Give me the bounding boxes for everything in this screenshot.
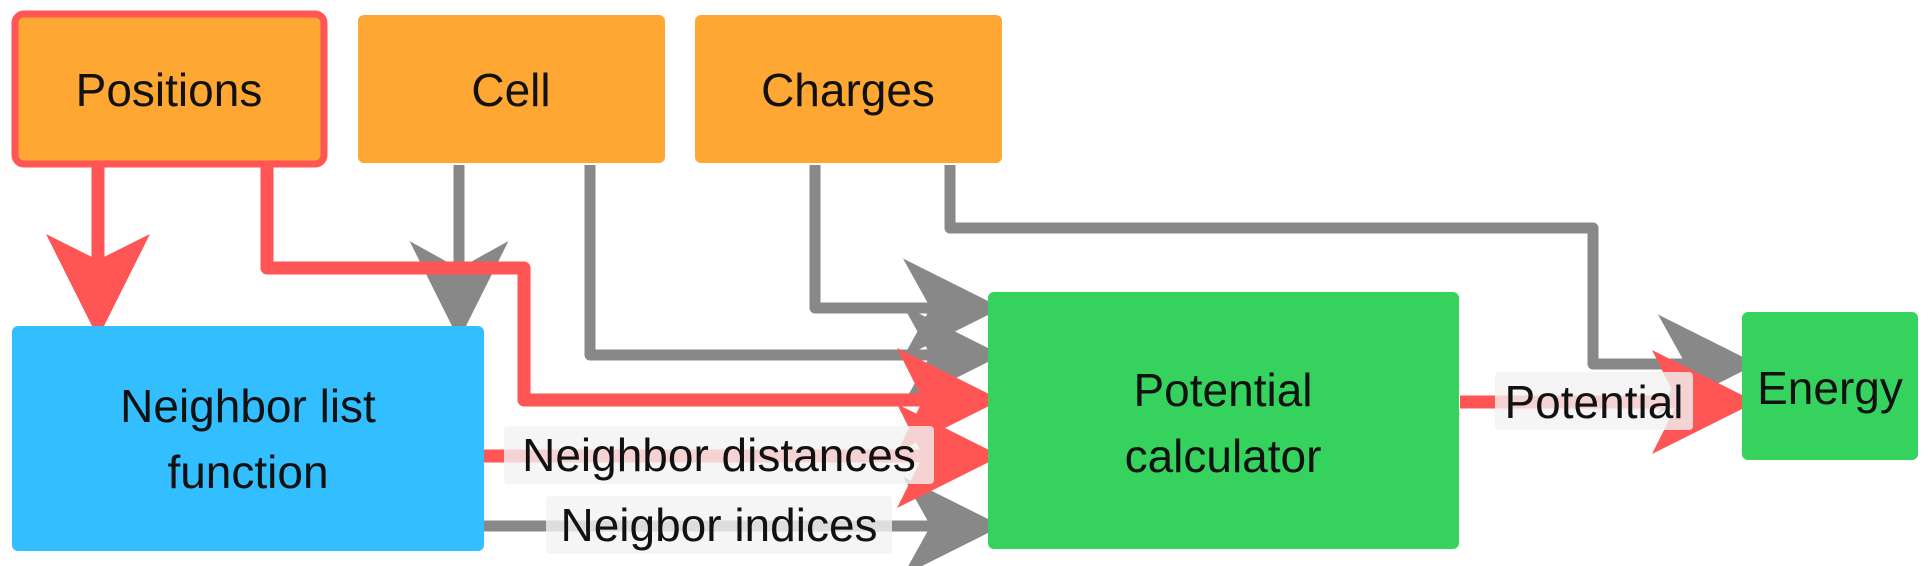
node-charges-label: Charges: [761, 64, 935, 116]
edge-label-text: Neighbor distances: [522, 429, 916, 481]
node-cell-label: Cell: [471, 64, 550, 116]
node-cell: Cell: [358, 15, 665, 163]
edge-label-neighbor-distances: Neighbor distances: [504, 426, 934, 484]
edge-label-neighbor-indices: Neigbor indices: [546, 496, 892, 554]
edge-cell-to-potential-calculator: [584, 165, 1002, 405]
node-neighbor-list-label-line1: Neighbor list: [120, 380, 376, 432]
edge-label-bg: [1495, 372, 1693, 430]
node-positions-box: [11, 10, 328, 168]
node-positions: Positions: [11, 10, 328, 168]
node-energy: Energy: [1742, 312, 1918, 460]
edge-label-bg: [546, 496, 892, 554]
edge-charges-to-energy: [944, 165, 1757, 414]
node-energy-label: Energy: [1757, 362, 1903, 414]
node-positions-label: Positions: [76, 64, 263, 116]
edge-label-text: Potential: [1504, 376, 1683, 428]
edge-charges-to-potential-calculator: [809, 165, 1002, 358]
node-neighbor-list-box: [12, 326, 484, 551]
node-neighbor-list-function: Neighbor list function: [12, 326, 484, 551]
node-potential-calculator-label-line2: calculator: [1125, 430, 1322, 482]
edge-label-bg: [504, 426, 934, 484]
node-potential-calculator-box: [988, 292, 1459, 549]
edge-positions-to-potential-calculator: [260, 165, 1001, 452]
edge-label-text: Neigbor indices: [560, 499, 877, 551]
edge-label-potential: Potential: [1495, 372, 1693, 430]
node-potential-calculator-label-line1: Potential: [1133, 364, 1312, 416]
node-energy-box: [1742, 312, 1918, 460]
node-neighbor-list-label-line2: function: [167, 446, 328, 498]
node-charges: Charges: [695, 15, 1002, 163]
node-potential-calculator: Potential calculator: [988, 292, 1459, 549]
node-charges-box: [695, 15, 1002, 163]
node-cell-box: [358, 15, 665, 163]
